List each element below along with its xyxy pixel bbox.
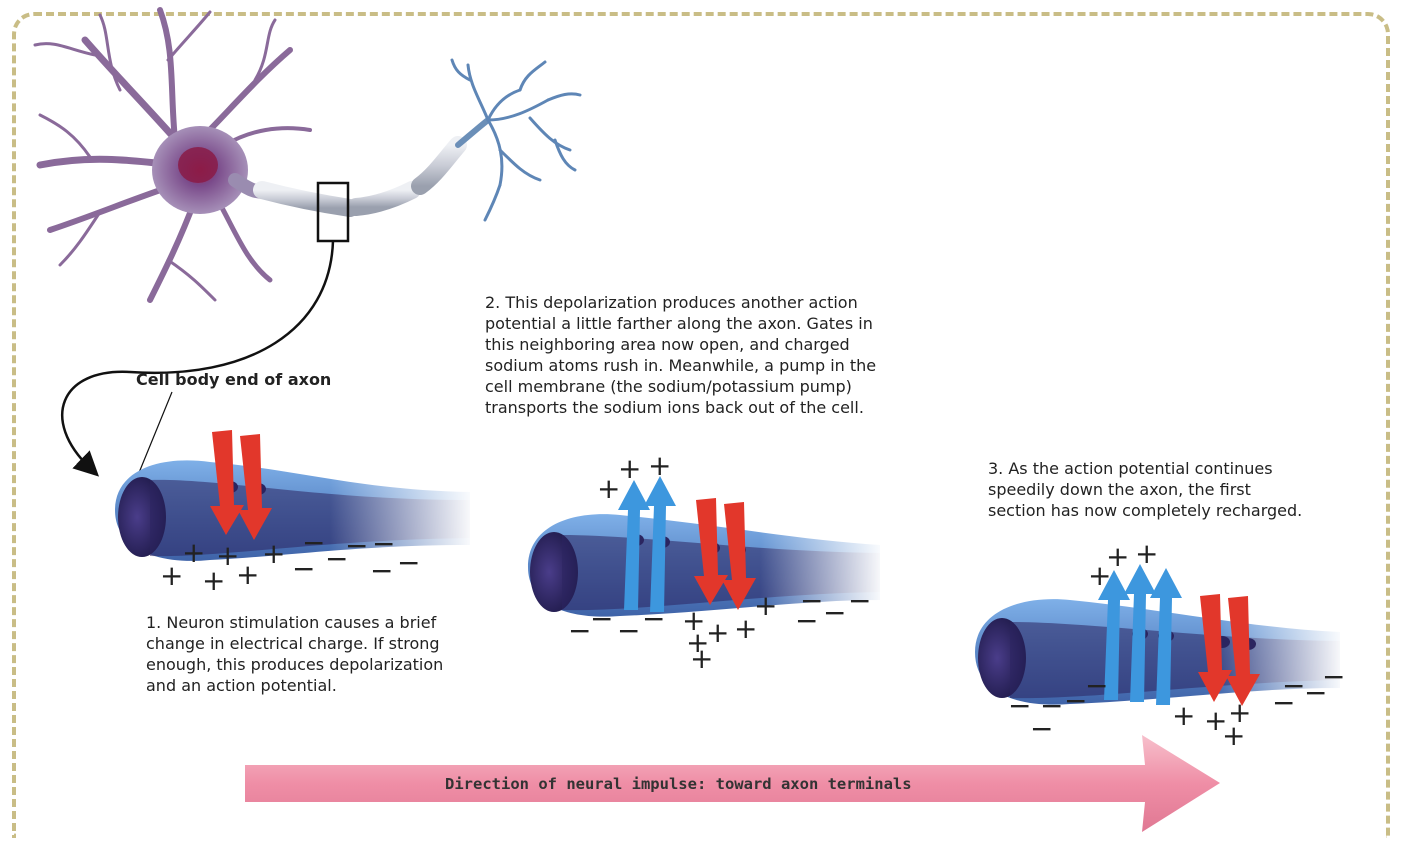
svg-text:+: + <box>1172 699 1195 732</box>
svg-text:+: + <box>1135 537 1158 570</box>
svg-text:−: − <box>568 614 591 647</box>
svg-text:−: − <box>1008 689 1031 722</box>
svg-text:+: + <box>1106 540 1129 573</box>
svg-text:−: − <box>1282 669 1305 702</box>
svg-text:+: + <box>597 472 620 505</box>
svg-text:+: + <box>754 589 777 622</box>
svg-text:−: − <box>823 596 846 629</box>
svg-text:+: + <box>236 558 259 591</box>
svg-text:+: + <box>160 559 183 592</box>
svg-text:+: + <box>1222 719 1245 752</box>
cell-body-label: Cell body end of axon <box>136 370 331 389</box>
svg-text:−: − <box>302 526 325 559</box>
svg-text:−: − <box>617 614 640 647</box>
caption-step-3: 3. As the action potential continues spe… <box>988 458 1368 521</box>
caption-step-1: 1. Neuron stimulation causes a brief cha… <box>146 612 476 696</box>
svg-text:−: − <box>800 584 823 617</box>
svg-text:−: − <box>1064 684 1087 717</box>
axon-segment-1 <box>115 430 475 570</box>
svg-text:−: − <box>1085 669 1108 702</box>
svg-text:−: − <box>848 584 871 617</box>
svg-text:−: − <box>642 602 665 635</box>
svg-text:+: + <box>202 564 225 597</box>
svg-text:+: + <box>648 449 671 482</box>
curved-pointer-arrow <box>62 241 333 468</box>
svg-text:−: − <box>1322 660 1345 693</box>
svg-text:−: − <box>345 529 368 562</box>
svg-text:+: + <box>690 642 713 675</box>
direction-label: Direction of neural impulse: toward axon… <box>445 775 912 793</box>
svg-text:−: − <box>590 602 613 635</box>
caption-step-2: 2. This depolarization produces another … <box>485 292 945 418</box>
svg-text:+: + <box>262 537 285 570</box>
svg-text:+: + <box>618 452 641 485</box>
neuron-illustration <box>35 10 580 300</box>
svg-text:−: − <box>1040 689 1063 722</box>
svg-text:−: − <box>397 546 420 579</box>
svg-text:−: − <box>370 554 393 587</box>
